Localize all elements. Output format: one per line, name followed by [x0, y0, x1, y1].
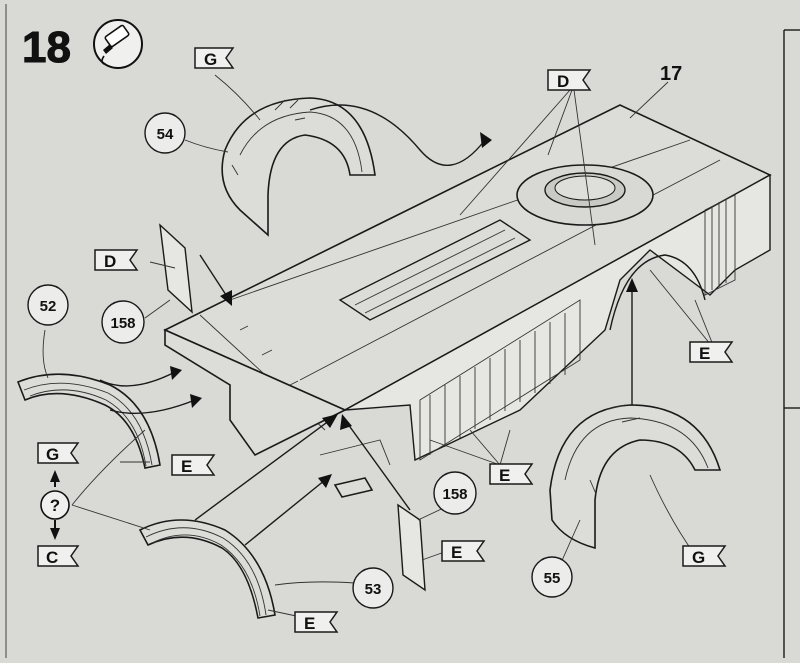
chassis-assembly	[163, 104, 772, 498]
svg-text:53: 53	[365, 581, 382, 598]
step-number: 18	[22, 23, 71, 72]
svg-text:C: C	[46, 548, 58, 567]
callout-53: 53	[352, 567, 394, 609]
alternative-marker: ?	[40, 470, 70, 540]
fender-part-54	[221, 97, 376, 237]
assembly-arrows	[99, 104, 638, 546]
svg-text:52: 52	[40, 298, 57, 315]
svg-text:G: G	[692, 548, 705, 567]
svg-text:G: G	[46, 445, 59, 464]
glue-tube-icon	[93, 19, 143, 69]
deck-opening	[338, 219, 532, 321]
svg-text:E: E	[499, 466, 510, 485]
svg-text:E: E	[181, 457, 192, 476]
callout-54: 54	[144, 112, 186, 154]
plate-part-158-left	[159, 223, 193, 314]
svg-text:D: D	[557, 72, 569, 91]
callout-55: 55	[531, 556, 573, 598]
round-hatch	[516, 164, 654, 226]
flag-e-center: E	[489, 463, 534, 485]
flag-e-bottom-center: E	[441, 540, 486, 562]
flag-e-right: E	[689, 341, 734, 363]
side-grille	[419, 194, 736, 461]
svg-text:D: D	[104, 252, 116, 271]
assembly-label: 17	[660, 63, 682, 85]
mudguard-part-52	[16, 373, 161, 469]
callout-52: 52	[27, 284, 69, 326]
plate-part-158-right	[397, 503, 426, 592]
callout-158-right: 158	[433, 471, 477, 515]
fender-part-55	[549, 404, 722, 550]
svg-text:E: E	[451, 543, 462, 562]
flag-g-bottom-right: G	[682, 545, 727, 567]
flag-g-left: G	[37, 442, 80, 464]
svg-text:E: E	[304, 614, 315, 633]
flag-d-left: D	[94, 249, 139, 271]
leader-lines	[42, 74, 716, 621]
callout-158-left: 158	[101, 300, 145, 344]
flag-e-left: E	[171, 454, 216, 476]
flag-c-left: C	[37, 545, 80, 567]
svg-text:55: 55	[544, 570, 561, 587]
flag-e-bottom: E	[294, 611, 339, 633]
svg-text:158: 158	[442, 486, 467, 503]
svg-text:?: ?	[50, 496, 60, 515]
svg-text:54: 54	[157, 126, 174, 143]
svg-text:E: E	[699, 344, 710, 363]
flag-d-top: D	[547, 69, 592, 91]
mudguard-part-53	[138, 519, 276, 619]
flag-g-top: G	[194, 47, 235, 69]
svg-text:158: 158	[110, 315, 135, 332]
svg-text:G: G	[204, 50, 217, 69]
